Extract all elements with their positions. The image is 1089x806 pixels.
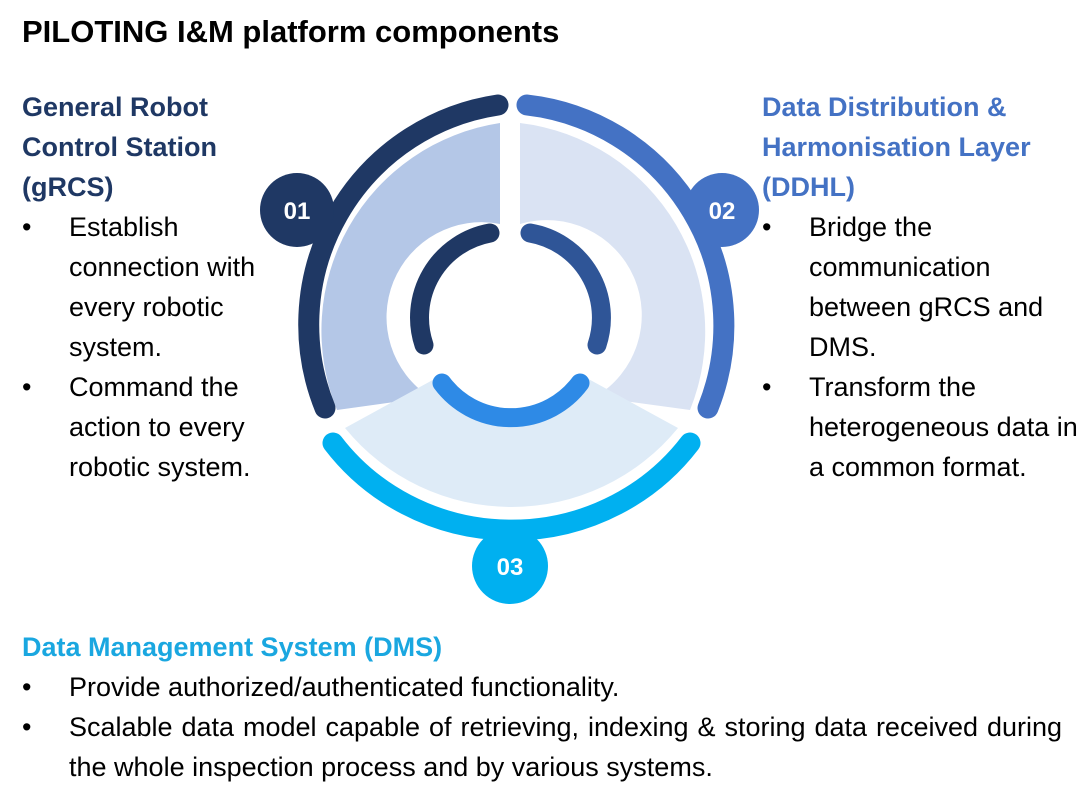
component-03-bullets: Provide authorized/authenticated functio… [22,667,1062,787]
component-03-bullet: Scalable data model capable of retrievin… [22,707,1062,787]
component-02-bullet: Bridge the communication between gRCS an… [762,207,1082,367]
page-title: PILOTING I&M platform components [22,14,560,49]
segment-01-outer-arc [298,94,509,419]
badge-03-number: 03 [497,554,524,581]
component-01-bullets: Establish connection with every robotic … [22,207,292,487]
badge-02: 02 [685,173,759,247]
component-03-bullet: Provide authorized/authenticated functio… [22,667,1062,707]
component-02-bullet: Transform the heterogeneous data in a co… [762,367,1082,487]
component-02-bullets: Bridge the communication between gRCS an… [762,207,1082,487]
component-03-heading: Data Management System (DMS) [22,632,443,662]
component-01-bullet: Command the action to every robotic syst… [22,367,292,487]
component-01-heading: General Robot Control Station (gRCS) [22,92,217,202]
segment-02-inner-arc [520,223,611,355]
segment-01-inner-arc [410,223,500,355]
segment-03-inner-arc [432,373,590,428]
segment-01-fill [321,123,500,410]
badge-03: 03 [472,528,548,604]
segment-02-fill [520,123,706,410]
component-02-heading: Data Distribution & Harmonisation Layer … [762,92,1031,202]
component-01-bullet: Establish connection with every robotic … [22,207,292,367]
badge-02-number: 02 [709,198,736,225]
segment-03-fill [345,376,678,507]
